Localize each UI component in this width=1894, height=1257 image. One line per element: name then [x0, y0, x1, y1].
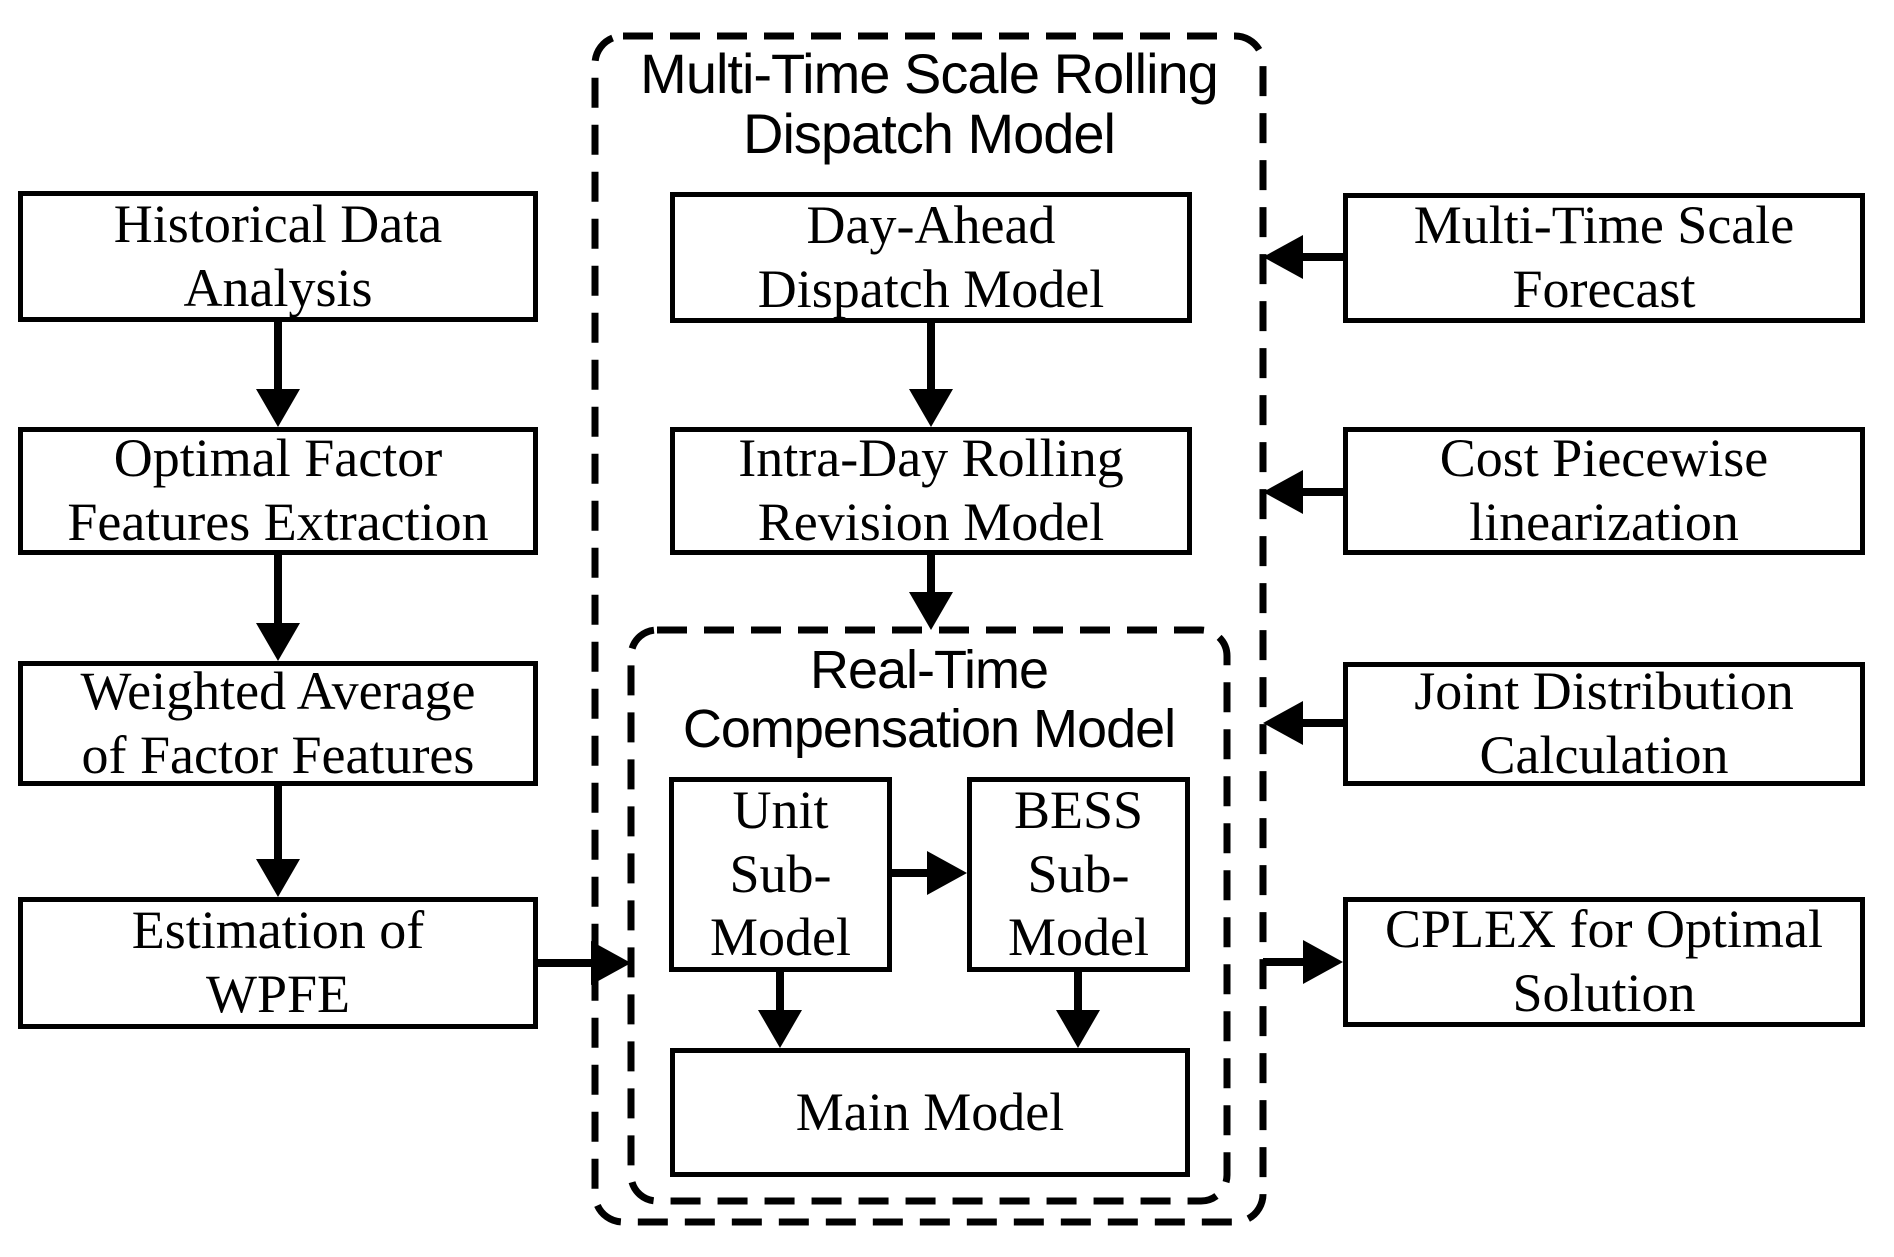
box-cost-piecewise-linearization: Cost Piecewise linearization [1343, 427, 1865, 555]
label-dispatch-group-title: Multi-Time Scale Rolling Dispatch Model [640, 42, 1219, 166]
arrow-forecast-to-dispatch-group [1263, 235, 1343, 279]
arrow-bess-to-main [1056, 972, 1100, 1048]
arrow-historical-to-optimal [256, 322, 300, 427]
box-multi-time-scale-forecast: Multi-Time Scale Forecast [1343, 193, 1865, 323]
box-bess-sub-model: BESS Sub- Model [967, 777, 1190, 972]
box-optimal-factor-features-extraction: Optimal Factor Features Extraction [18, 427, 538, 555]
dispatch-group-outline [591, 32, 1267, 1226]
box-main-model: Main Model [670, 1048, 1190, 1177]
label-realtime-group-title: Real-Time Compensation Model [682, 640, 1176, 760]
box-cplex-for-optimal-solution: CPLEX for Optimal Solution [1343, 897, 1865, 1027]
box-unit-sub-model: Unit Sub- Model [669, 777, 892, 972]
arrow-joint-to-dispatch-group [1263, 701, 1343, 745]
arrow-weighted-to-estimation [256, 786, 300, 897]
arrow-intraday-to-realtime [909, 555, 953, 630]
box-joint-distribution-calculation: Joint Distribution Calculation [1343, 661, 1865, 786]
box-intra-day-rolling-revision-model: Intra-Day Rolling Revision Model [670, 427, 1192, 555]
arrow-optimal-to-weighted [256, 555, 300, 661]
box-weighted-average-of-factor-features: Weighted Average of Factor Features [18, 661, 538, 786]
arrow-unit-to-main [758, 972, 802, 1048]
arrow-dayahead-to-intraday [909, 323, 953, 427]
arrow-estimation-to-realtime [538, 941, 631, 985]
box-day-ahead-dispatch-model: Day-Ahead Dispatch Model [670, 192, 1192, 323]
arrow-cost-to-dispatch-group [1263, 470, 1343, 514]
arrow-realtime-to-cplex [1263, 940, 1343, 984]
realtime-group-outline [627, 626, 1231, 1205]
arrow-unit-to-bess [892, 851, 967, 895]
box-estimation-of-wpfe: Estimation of WPFE [18, 897, 538, 1029]
box-historical-data-analysis: Historical Data Analysis [18, 191, 538, 322]
